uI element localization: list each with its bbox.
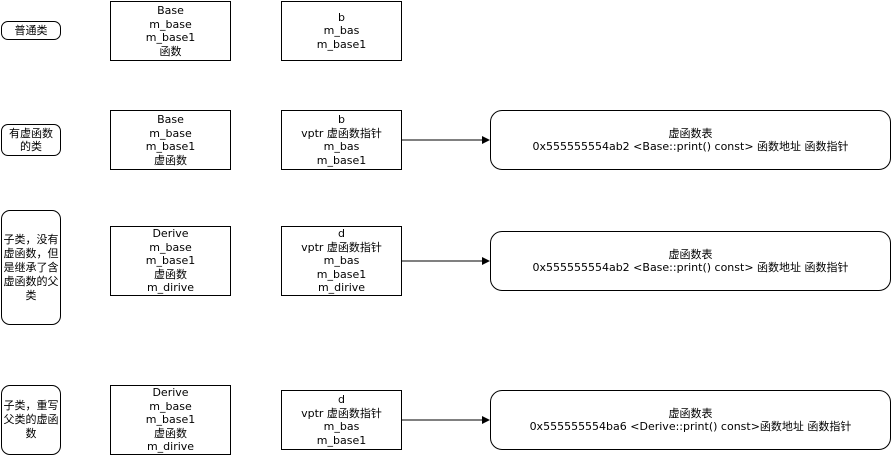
class-member: m_dirive [146, 281, 195, 295]
class-function: 虚函数 [154, 267, 187, 281]
label-derived-override: 子类，重写父类的虚函数 [1, 385, 61, 455]
object-member: m_base1 [316, 153, 367, 167]
class-box-derive-override: Derive m_base m_base1 虚函数 m_dirive [110, 385, 231, 455]
class-member: m_base [149, 399, 192, 413]
class-name: Derive [152, 227, 189, 241]
class-member: m_base1 [145, 254, 196, 268]
object-member: m_bas [323, 140, 360, 153]
object-box-d-override: d vptr 虚函数指针 m_bas m_base1 [281, 390, 402, 450]
class-box-base-virtual: Base m_base m_base1 虚函数 [110, 110, 231, 170]
label-text: 普通类 [14, 23, 48, 37]
class-member: m_base1 [145, 140, 196, 153]
object-member: m_bas [323, 24, 360, 38]
class-member: m_base1 [145, 31, 196, 44]
label-virtual-class: 有虚函数的类 [1, 124, 61, 156]
vtable-entry: 0x555555554ab2 <Base::print() const> 函数地… [532, 261, 849, 274]
vtable-box-1: 虚函数表 0x555555554ab2 <Base::print() const… [490, 110, 891, 170]
class-member: m_base [149, 126, 192, 140]
label-text: 有虚函数的类 [9, 126, 53, 154]
class-member: m_base [149, 17, 192, 31]
class-function: 函数 [159, 44, 182, 58]
object-name: b [338, 10, 345, 24]
class-box-derive: Derive m_base m_base1 虚函数 m_dirive [110, 226, 231, 296]
label-text: 子类，重写父类的虚函数 [3, 399, 59, 440]
object-member: m_base1 [316, 267, 367, 281]
object-member: m_base1 [316, 433, 367, 447]
class-name: Derive [152, 386, 189, 400]
label-normal-class: 普通类 [1, 21, 61, 40]
label-text: 子类，没有虚函数，但是继承了含虚函数的父类 [3, 232, 59, 302]
object-name: b [338, 113, 345, 126]
object-box-b-virtual: b vptr 虚函数指针 m_bas m_base1 [281, 110, 402, 170]
object-vptr: vptr 虚函数指针 [301, 126, 382, 140]
vtable-box-2: 虚函数表 0x555555554ab2 <Base::print() const… [490, 231, 891, 291]
label-derived-no-override: 子类，没有虚函数，但是继承了含虚函数的父类 [1, 210, 61, 325]
class-function: 虚函数 [154, 426, 187, 440]
object-member: m_dirive [317, 281, 366, 295]
object-member: m_bas [323, 254, 360, 268]
vtable-title: 虚函数表 [668, 247, 713, 261]
class-member: m_dirive [146, 440, 195, 454]
class-name: Base [157, 4, 184, 17]
vtable-title: 虚函数表 [668, 406, 713, 420]
object-box-d: d vptr 虚函数指针 m_bas m_base1 m_dirive [281, 226, 402, 296]
object-vptr: vptr 虚函数指针 [301, 240, 382, 254]
object-name: d [338, 393, 345, 406]
object-box-b: b m_bas m_base1 [281, 1, 402, 61]
class-member: m_base [149, 240, 192, 254]
object-member: m_base1 [316, 37, 367, 51]
vtable-box-3: 虚函数表 0x555555554ba6 <Derive::print() con… [490, 390, 891, 450]
vtable-title: 虚函数表 [668, 126, 713, 140]
class-member: m_base1 [145, 413, 196, 427]
object-name: d [338, 227, 345, 241]
vtable-entry: 0x555555554ab2 <Base::print() const> 函数地… [532, 140, 849, 153]
object-vptr: vptr 虚函数指针 [301, 406, 382, 420]
vtable-entry: 0x555555554ba6 <Derive::print() const>函数… [529, 420, 852, 433]
class-function: 虚函数 [154, 153, 187, 167]
class-name: Base [157, 113, 184, 126]
class-box-base: Base m_base m_base1 函数 [110, 1, 231, 61]
object-member: m_bas [323, 420, 360, 433]
